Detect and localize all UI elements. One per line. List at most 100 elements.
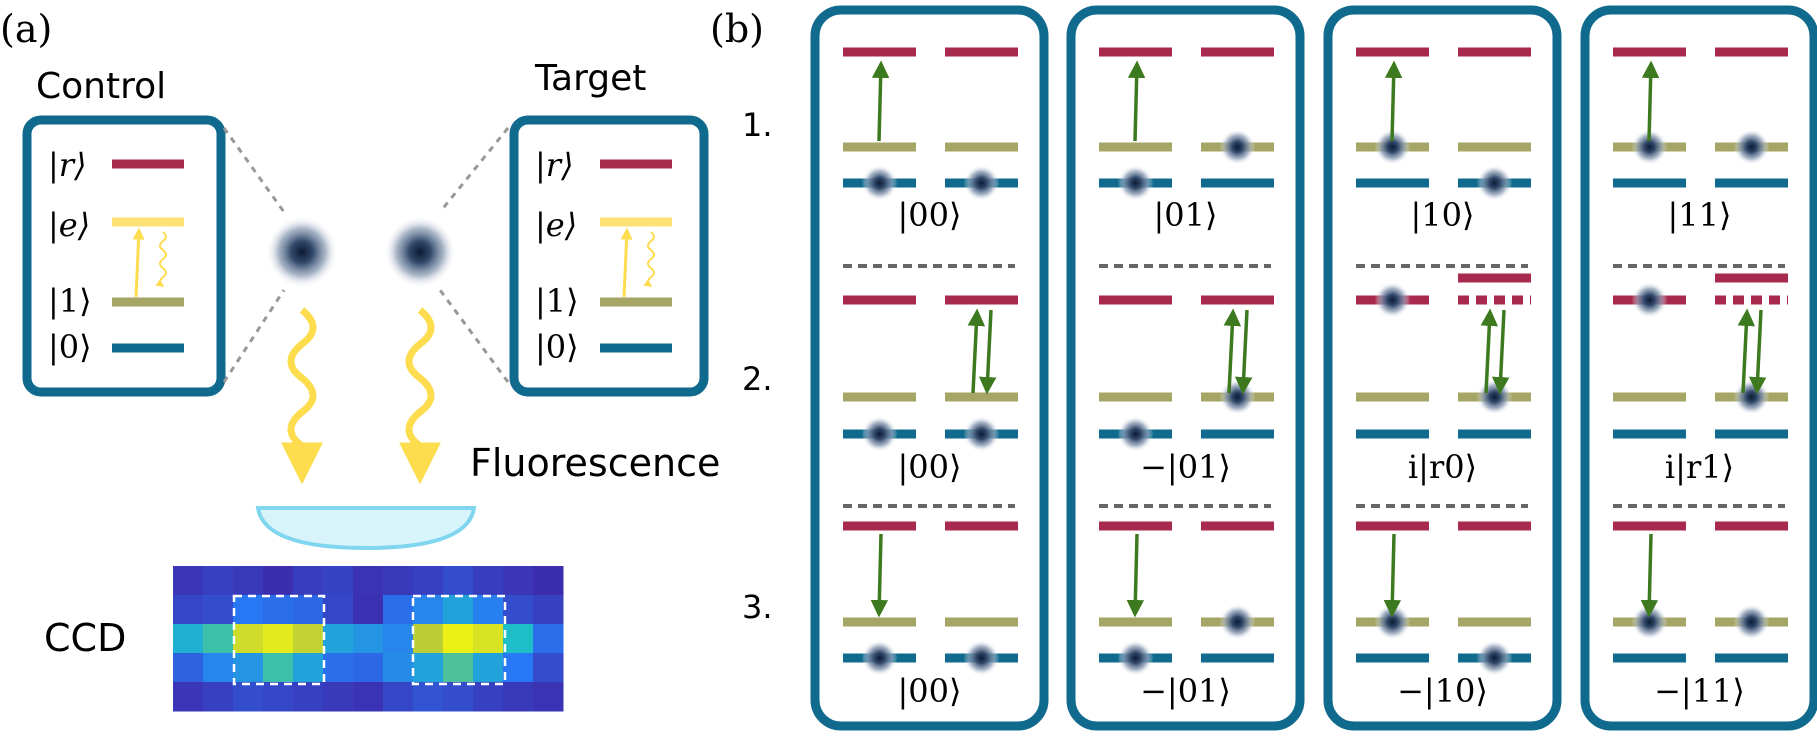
state-label: |10⟩: [1411, 196, 1475, 234]
ccd-pixel: [203, 682, 234, 712]
ccd-pixel: [533, 653, 564, 683]
ccd-pixel: [503, 566, 534, 596]
ccd-pixel: [383, 653, 414, 683]
column-frame: [1323, 5, 1562, 731]
pi-pulse-down-arrow: [1126, 533, 1145, 618]
column-frame: [1580, 5, 1817, 731]
state-column-3: |10⟩i|r0⟩−|10⟩: [1323, 5, 1562, 731]
collection-lens: [255, 506, 477, 551]
ccd-pixel: [263, 682, 294, 712]
ccd-pixel: [263, 566, 294, 596]
ccd-pixel: [413, 624, 444, 654]
state-label: |11⟩: [1668, 196, 1732, 234]
ccd-pixel: [533, 566, 564, 596]
ccd-pixel: [323, 595, 354, 625]
2pi-pulse-up-arrow: [967, 308, 986, 394]
ccd-pixel: [383, 624, 414, 654]
step-label-3: 3.: [742, 588, 773, 626]
ccd-image: [173, 566, 564, 712]
control-ket-e: |e⟩: [48, 206, 90, 244]
atom: [1219, 379, 1256, 415]
ccd-pixel: [203, 595, 234, 625]
ccd-pixel: [473, 653, 504, 683]
ccd-pixel: [233, 566, 264, 596]
target-ket-1: |1⟩: [535, 282, 579, 320]
ccd-pixel: [233, 682, 264, 712]
state-label: −|01⟩: [1140, 672, 1231, 710]
ccd-pixel: [203, 653, 234, 683]
ccd-pixel: [533, 624, 564, 654]
ccd-pixel: [413, 595, 444, 625]
step-label-1: 1.: [742, 106, 773, 144]
state-column-1: |00⟩|00⟩|00⟩: [810, 5, 1049, 731]
ccd-pixel: [473, 566, 504, 596]
target-title: Target: [534, 58, 646, 99]
pi-pulse-up-arrow: [1641, 60, 1660, 142]
2pi-pulse-down-arrow: [1748, 309, 1767, 395]
column-frame: [1066, 5, 1305, 731]
control-ket-0: |0⟩: [48, 328, 92, 366]
atom: [1733, 129, 1770, 165]
state-column-2: |01⟩−|01⟩−|01⟩: [1066, 5, 1305, 731]
ccd-pixel: [413, 566, 444, 596]
control-excitation-arrow: [132, 227, 145, 298]
atom: [1374, 129, 1411, 165]
atom: [1219, 129, 1256, 165]
ccd-control-roi: [232, 594, 326, 686]
ccd-pixel: [443, 653, 474, 683]
state-columns: |00⟩|00⟩|00⟩|01⟩−|01⟩−|01⟩|10⟩i|r0⟩−|10⟩…: [810, 5, 1817, 731]
ccd-pixel: [293, 566, 324, 596]
2pi-pulse-down-arrow: [1234, 309, 1253, 395]
ccd-pixel: [173, 682, 204, 712]
atom: [1219, 604, 1256, 640]
target-photon: [399, 307, 441, 485]
ccd-pixel: [503, 624, 534, 654]
ccd-pixel: [383, 595, 414, 625]
ccd-pixel: [503, 595, 534, 625]
pi-pulse-down-arrow: [1640, 533, 1659, 618]
ccd-pixel: [173, 653, 204, 683]
state-label: |00⟩: [898, 196, 962, 234]
2pi-pulse-down-arrow: [1491, 309, 1510, 395]
state-label: −|01⟩: [1140, 448, 1231, 486]
target-decay-wiggle: [643, 231, 655, 287]
control-level-box: |r⟩ |e⟩ |1⟩ |0⟩: [22, 115, 226, 397]
atom: [963, 416, 1000, 452]
ccd-pixel: [353, 624, 384, 654]
pi-pulse-down-arrow: [1383, 533, 1402, 618]
2pi-pulse-up-arrow: [1737, 308, 1756, 394]
column-frame: [810, 5, 1049, 731]
state-label: i|r1⟩: [1665, 448, 1734, 486]
atom: [1374, 604, 1411, 640]
atom: [861, 165, 898, 201]
ccd-pixel: [413, 653, 444, 683]
ccd-pixel: [443, 566, 474, 596]
ccd-pixel: [383, 682, 414, 712]
step-label-2: 2.: [742, 360, 773, 398]
atom: [861, 640, 898, 676]
atom: [1117, 165, 1154, 201]
panel-a: (a) Control Target |r⟩ |e⟩ |1⟩ |0⟩ |r⟩ |…: [0, 7, 720, 712]
state-label: i|r0⟩: [1408, 448, 1477, 486]
ccd-pixel: [443, 595, 474, 625]
pi-pulse-up-arrow: [1384, 60, 1403, 142]
state-label: |00⟩: [898, 672, 962, 710]
2pi-pulse-up-arrow: [1480, 308, 1499, 394]
atom: [1476, 165, 1513, 201]
pi-pulse-down-arrow: [870, 533, 889, 618]
zoom-lines: [222, 127, 510, 383]
ccd-pixel: [353, 566, 384, 596]
ccd-pixel: [533, 595, 564, 625]
ccd-pixel: [503, 653, 534, 683]
ccd-target-roi: [411, 594, 507, 686]
ccd-pixel: [353, 595, 384, 625]
state-label: −|11⟩: [1654, 672, 1745, 710]
panel-b-label: (b): [710, 7, 764, 51]
ccd-label: CCD: [44, 616, 126, 660]
2pi-pulse-up-arrow: [1223, 308, 1242, 394]
ccd-pixel: [413, 682, 444, 712]
ccd-pixel: [323, 566, 354, 596]
target-excitation-arrow: [620, 227, 633, 298]
atom: [1374, 282, 1411, 318]
